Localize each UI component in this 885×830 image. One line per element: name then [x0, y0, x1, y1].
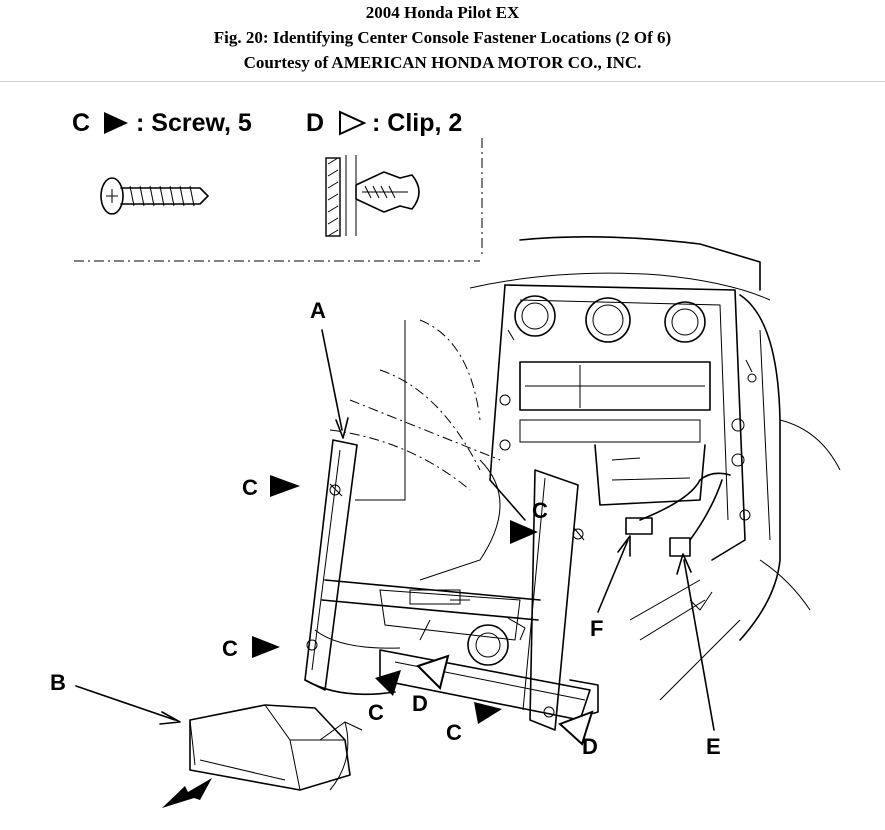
- callout-leaders: [75, 329, 715, 808]
- dashboard-center-stack: [329, 236, 841, 701]
- clip-marker-icon: [416, 654, 450, 690]
- pocket-b: [189, 704, 363, 791]
- label-d: D: [412, 691, 428, 716]
- figure-header: 2004 Honda Pilot EX Fig. 20: Identifying…: [0, 0, 885, 75]
- screw-marker-icon: [270, 475, 300, 497]
- center-panel-a: [304, 439, 599, 731]
- legend-clip-letter: D: [306, 109, 324, 137]
- screw-marker-icon: [104, 112, 128, 134]
- screw-marker-icon: [375, 670, 401, 696]
- removal-direction-arrow-icon: [162, 778, 212, 808]
- clip-marker-icon: [339, 110, 367, 136]
- label-b: B: [50, 670, 66, 695]
- callout-labels: A B C C C C C D D E F: [50, 298, 721, 759]
- screw-marker-icon: [252, 636, 280, 658]
- legend: C : Screw, 5 D : Clip, 2: [72, 109, 483, 262]
- legend-screw-letter: C: [72, 109, 90, 137]
- header-separator: [0, 81, 885, 82]
- label-e: E: [706, 734, 721, 759]
- label-c: C: [532, 498, 548, 523]
- label-a: A: [310, 298, 326, 323]
- label-c: C: [242, 475, 258, 500]
- label-c: C: [222, 636, 238, 661]
- header-courtesy: Courtesy of AMERICAN HONDA MOTOR CO., IN…: [243, 53, 642, 72]
- label-f: F: [590, 616, 603, 641]
- legend-screw-text: : Screw, 5: [136, 109, 252, 137]
- legend-clip-text: : Clip, 2: [372, 109, 462, 137]
- header-figure-caption: Fig. 20: Identifying Center Console Fast…: [213, 28, 672, 47]
- clip-marker-icon: [558, 710, 594, 746]
- clip-icon: [325, 155, 420, 237]
- connector-e: [669, 537, 691, 557]
- screw-marker-icon: [474, 702, 502, 724]
- label-c: C: [368, 700, 384, 725]
- label-c: C: [446, 720, 462, 745]
- screw-marker-icon: [510, 520, 538, 544]
- label-d: D: [582, 734, 598, 759]
- connector-f: [625, 517, 653, 535]
- header-title: 2004 Honda Pilot EX: [365, 3, 520, 22]
- screw-icon: [100, 177, 209, 215]
